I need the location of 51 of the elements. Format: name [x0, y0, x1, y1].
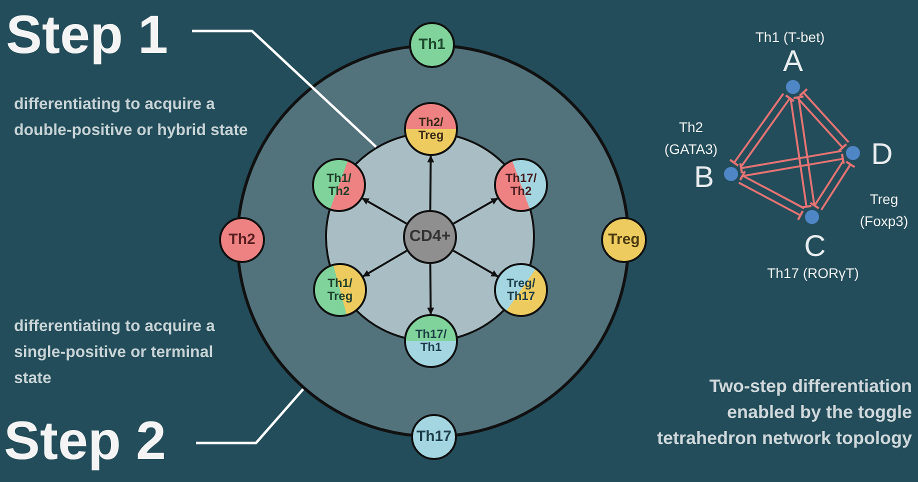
node-letter: D — [870, 138, 894, 172]
cell-label: Treg — [607, 232, 641, 248]
inhibition-line — [820, 160, 856, 210]
cell-label: Th2/ Treg — [417, 116, 445, 142]
step-heading: Step 2 — [4, 408, 190, 474]
cell-label: Th17 — [415, 429, 452, 445]
cell-circle — [404, 314, 458, 368]
inhibition-line — [728, 93, 784, 167]
arrow — [452, 250, 498, 278]
inhibition-line — [798, 88, 850, 143]
cell-label: Th17/ Th1 — [414, 328, 448, 354]
leader-line — [196, 388, 304, 444]
leader-line — [192, 30, 377, 148]
cell-circle — [219, 217, 265, 263]
caption-text: Two-step differentiation enabled by the toggle tetrahedron network topology — [657, 375, 912, 450]
network-node-dot — [786, 80, 800, 94]
arrow — [427, 264, 434, 315]
cell-circle — [409, 22, 455, 68]
inhibition-line — [739, 170, 805, 210]
gene-label: Th1 (T-bet) — [754, 28, 826, 47]
node-letter: A — [782, 45, 804, 79]
network-node-dot — [805, 210, 819, 224]
cell-label: Th1 — [418, 37, 446, 53]
arrow — [362, 198, 408, 224]
arrow — [362, 250, 408, 278]
gene-label: Th17 (RORγT) — [766, 264, 860, 283]
inhibition-line — [809, 160, 845, 210]
cell-circle — [404, 102, 458, 156]
gene-label: Treg (Foxp3) — [858, 190, 910, 231]
cell-circle — [312, 158, 366, 212]
cell-label: CD4+ — [408, 228, 452, 246]
cell-circle — [494, 158, 548, 212]
cell-circle — [411, 414, 457, 460]
cell-circle — [403, 210, 457, 264]
gene-label: Th2 (GATA3) — [663, 118, 719, 159]
step-heading: Step 1 — [6, 2, 186, 68]
description-text: differentiating to acquire a single-positive or terminal state — [14, 317, 216, 389]
cell-circle — [313, 263, 367, 317]
node-letter: C — [803, 230, 827, 264]
inhibition-line — [740, 94, 796, 168]
cell-circle — [494, 263, 548, 317]
description-text: differentiating to acquire a double-positive or hybrid state — [14, 95, 249, 141]
inhibition-line — [738, 182, 804, 221]
inhibition-line — [796, 97, 848, 152]
arrow — [452, 198, 498, 224]
node-letter: B — [692, 161, 715, 195]
arrow — [427, 155, 434, 210]
cell-label: Th2 — [228, 232, 256, 248]
cell-circle — [601, 217, 647, 263]
network-node-dot — [846, 146, 860, 160]
network-node-dot — [724, 167, 738, 181]
